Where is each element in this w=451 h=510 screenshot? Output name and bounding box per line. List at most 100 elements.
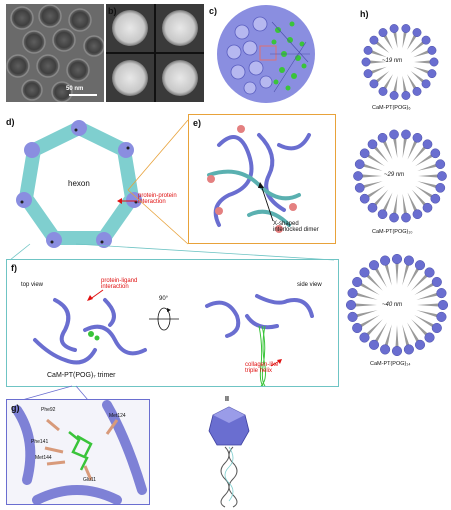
cryo-em-image bbox=[6, 4, 104, 102]
cage-spike bbox=[402, 193, 408, 215]
cage-spike bbox=[415, 153, 434, 167]
cage-subunit bbox=[436, 288, 447, 299]
class-average-grid bbox=[106, 4, 204, 102]
cage-subunit bbox=[421, 79, 431, 89]
cage-spike bbox=[355, 310, 378, 318]
residue-met144: Met144 bbox=[35, 455, 52, 461]
panel-b-class-averages bbox=[106, 4, 204, 102]
panel-f-label: f) bbox=[11, 263, 17, 273]
cage-spike bbox=[395, 325, 399, 348]
cage-spike bbox=[411, 319, 429, 337]
cage-spike bbox=[418, 174, 439, 178]
panel-f-frame: f) top view side view protein-ligand int… bbox=[6, 259, 339, 387]
cage-subunit bbox=[427, 69, 437, 79]
cage-spike bbox=[373, 145, 389, 163]
cage-spike bbox=[374, 322, 387, 344]
protein-ligand-label: protein-ligand interaction bbox=[101, 278, 138, 291]
cage-spike bbox=[370, 66, 387, 75]
rotation-label: 90° bbox=[159, 296, 169, 302]
cage-subunit bbox=[401, 129, 411, 140]
cage-spike bbox=[365, 319, 383, 337]
cage-spike bbox=[402, 75, 407, 93]
cage-spike bbox=[413, 66, 430, 75]
cage-item-3: ~40 nm CaM-PT(POG)₁₄ bbox=[344, 252, 450, 376]
cage-spike bbox=[411, 273, 429, 291]
orange-zoom-lines bbox=[127, 119, 189, 245]
cage-subunit bbox=[412, 28, 422, 38]
cage-spike bbox=[417, 303, 440, 307]
panel-c-cage-model bbox=[217, 5, 315, 103]
cage-spike bbox=[415, 185, 434, 199]
cage-ring-40nm bbox=[345, 253, 449, 357]
panel-c-label: c) bbox=[209, 6, 218, 16]
cage-subunit bbox=[437, 299, 449, 311]
cage-subunit bbox=[389, 24, 399, 33]
cage-spike bbox=[362, 163, 383, 171]
cage-spike bbox=[358, 315, 380, 328]
cage-subunit bbox=[353, 171, 363, 181]
panel-g-label: g) bbox=[11, 403, 20, 413]
cage-spike bbox=[362, 181, 383, 189]
cage-spike bbox=[384, 324, 392, 347]
cage-ring-19nm bbox=[361, 24, 439, 100]
cage-spike bbox=[416, 310, 439, 318]
residue-glu11: Glu11 bbox=[83, 477, 96, 483]
cage-subunit bbox=[361, 57, 371, 67]
construct-label-2: CaM-PT(POG)₁₀ bbox=[372, 229, 413, 235]
cage-subunit bbox=[389, 129, 399, 140]
cage-subunit bbox=[380, 344, 391, 355]
cage-spike bbox=[417, 181, 438, 189]
cage-subunit bbox=[345, 299, 357, 311]
cage-subunit bbox=[424, 267, 435, 278]
panel-b-label: b) bbox=[108, 6, 117, 16]
cage-subunit bbox=[389, 91, 399, 100]
cage-subunit bbox=[380, 255, 391, 266]
cage-subunit bbox=[431, 276, 442, 288]
cage-spike bbox=[393, 31, 398, 49]
cage-subunit bbox=[347, 311, 358, 322]
cage-subunit bbox=[430, 193, 441, 204]
cage-subunit bbox=[391, 345, 403, 357]
cage-subunit bbox=[368, 260, 380, 271]
scale-bar-label: 50 nm bbox=[66, 86, 84, 92]
cage-spike bbox=[373, 189, 389, 207]
cage-subunit bbox=[421, 35, 431, 45]
binding-pocket bbox=[12, 400, 147, 504]
cage-subunit bbox=[424, 332, 435, 343]
cage-subunit bbox=[435, 182, 446, 193]
cage-spike bbox=[407, 139, 418, 160]
cage-subunit bbox=[401, 212, 411, 223]
cage-subunit bbox=[389, 212, 399, 223]
cage-subunit bbox=[412, 209, 423, 220]
cage-subunit bbox=[412, 86, 422, 96]
cage-spike bbox=[402, 324, 410, 347]
cage-subunit bbox=[354, 182, 365, 193]
cage-spike bbox=[392, 137, 398, 159]
cage-spike bbox=[369, 60, 386, 64]
cage-subunit bbox=[367, 139, 378, 150]
cage-subunit bbox=[436, 311, 447, 322]
side-view-label: side view bbox=[297, 282, 322, 288]
cage-spike bbox=[366, 153, 385, 167]
diameter-40nm: ~40 nm bbox=[382, 302, 403, 308]
cage-subunit bbox=[359, 332, 370, 343]
teal-zoom-lines bbox=[9, 243, 335, 261]
rotation-icon bbox=[149, 307, 179, 331]
dimer-label: X-shaped interlocked dimer bbox=[273, 221, 319, 234]
cage-spike bbox=[355, 292, 378, 300]
collagen-label: collagen-like triple helix bbox=[245, 362, 279, 375]
cage-subunit bbox=[431, 322, 442, 334]
cage-subunit bbox=[363, 69, 373, 79]
cage-spike bbox=[407, 192, 418, 213]
cage-spike bbox=[374, 266, 387, 288]
cage-subunit bbox=[403, 344, 414, 355]
panel-g-frame: g) Phe92 Met124 Phe141 Met144 Glu11 bbox=[6, 399, 150, 505]
cage-spike bbox=[395, 262, 399, 285]
cage-subunit bbox=[369, 35, 379, 45]
cage-subunit bbox=[427, 45, 437, 55]
cage-subunit bbox=[369, 79, 379, 89]
cage-spike bbox=[384, 263, 392, 286]
cage-spike bbox=[366, 185, 385, 199]
construct-label-3: CaM-PT(POG)₁₄ bbox=[370, 361, 411, 367]
cage-subunit bbox=[377, 132, 388, 143]
